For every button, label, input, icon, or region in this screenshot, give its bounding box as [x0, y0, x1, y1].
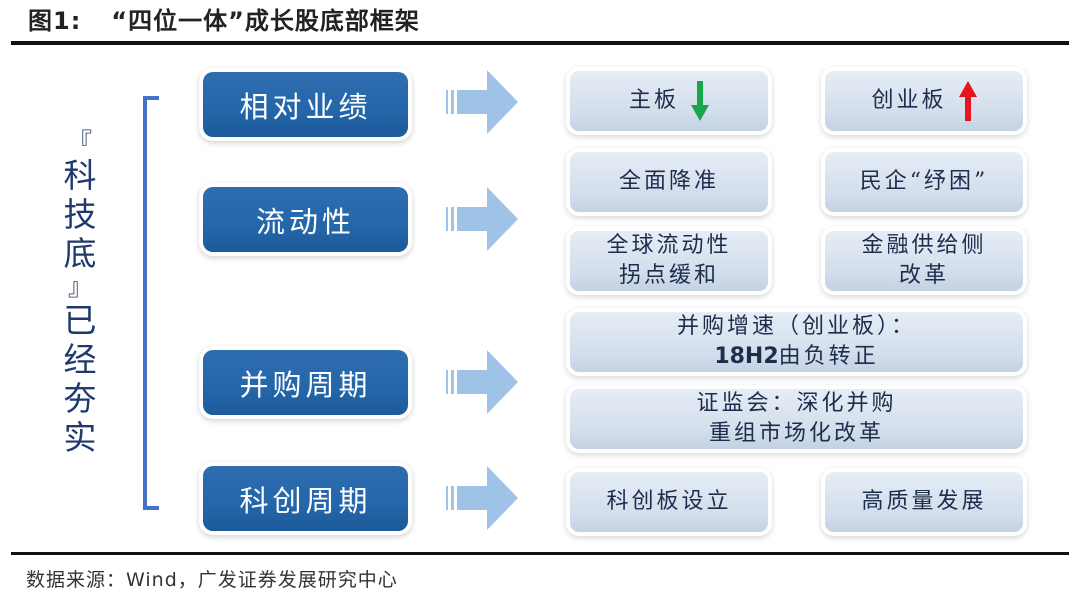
bottom-rule [11, 552, 1069, 555]
vertical-label: 『 科 技 底 』 已 经 夯 实 [56, 128, 104, 457]
arrow-up-icon [958, 81, 977, 121]
figure-number: 图1: [28, 7, 82, 35]
flow-arrow-icon [446, 350, 518, 414]
result-line: 拐点缓和 [618, 263, 719, 288]
result-line: 全球流动性 [606, 233, 732, 258]
result-text: 主板 [628, 88, 679, 113]
vertical-char: 实 [63, 418, 97, 457]
result-text: 创业板 [871, 88, 947, 113]
flow-arrow-icon [446, 187, 518, 251]
result-high-quality-development: 高质量发展 [825, 472, 1023, 532]
result-line: 并购增速（创业板）： [676, 314, 916, 339]
data-source: 数据来源：Wind，广发证券发展研究中心 [26, 569, 398, 591]
result-chinext-board: 创业板 [825, 71, 1023, 131]
close-bracket: 』 [68, 273, 92, 301]
result-global-liquidity: 全球流动性 拐点缓和 [570, 231, 768, 291]
vertical-char: 经 [63, 340, 97, 379]
result-ma-growth: 并购增速（创业板）： 18H2由负转正 [570, 312, 1023, 372]
figure-title-text: “四位一体”成长股底部框架 [111, 7, 420, 35]
result-financial-supply-reform: 金融供给侧 改革 [825, 231, 1023, 291]
top-rule [11, 41, 1069, 45]
grouping-bracket [143, 96, 159, 510]
vertical-char: 底 [63, 234, 97, 273]
result-line: 改革 [898, 263, 949, 288]
result-line: 重组市场化改革 [708, 421, 884, 446]
category-ma-cycle: 并购周期 [203, 350, 408, 415]
result-line: 18H2由负转正 [714, 342, 878, 372]
open-bracket: 『 [68, 128, 92, 156]
vertical-char: 科 [63, 156, 97, 195]
category-liquidity: 流动性 [203, 187, 408, 252]
category-relative-performance: 相对业绩 [203, 72, 408, 137]
result-line-rest: 由负转正 [778, 344, 879, 369]
vertical-char: 技 [63, 195, 97, 234]
result-main-board: 主板 [570, 71, 768, 131]
result-line: 证监会：深化并购 [696, 391, 897, 416]
result-bold-number: 18H2 [714, 344, 779, 369]
flow-arrow-icon [446, 466, 518, 530]
vertical-char: 夯 [63, 379, 97, 418]
result-private-bailout: 民企“纾困” [825, 152, 1023, 212]
vertical-char: 已 [63, 301, 97, 340]
result-line: 金融供给侧 [861, 233, 987, 258]
result-rrr-cut: 全面降准 [570, 152, 768, 212]
result-star-market-launch: 科创板设立 [570, 472, 768, 532]
figure-title: 图1: “四位一体”成长股底部框架 [28, 4, 420, 38]
flow-arrow-icon [446, 70, 518, 134]
category-tech-innovation-cycle: 科创周期 [203, 466, 408, 531]
arrow-down-icon [691, 81, 709, 121]
result-csrc-reform: 证监会：深化并购 重组市场化改革 [570, 389, 1023, 449]
